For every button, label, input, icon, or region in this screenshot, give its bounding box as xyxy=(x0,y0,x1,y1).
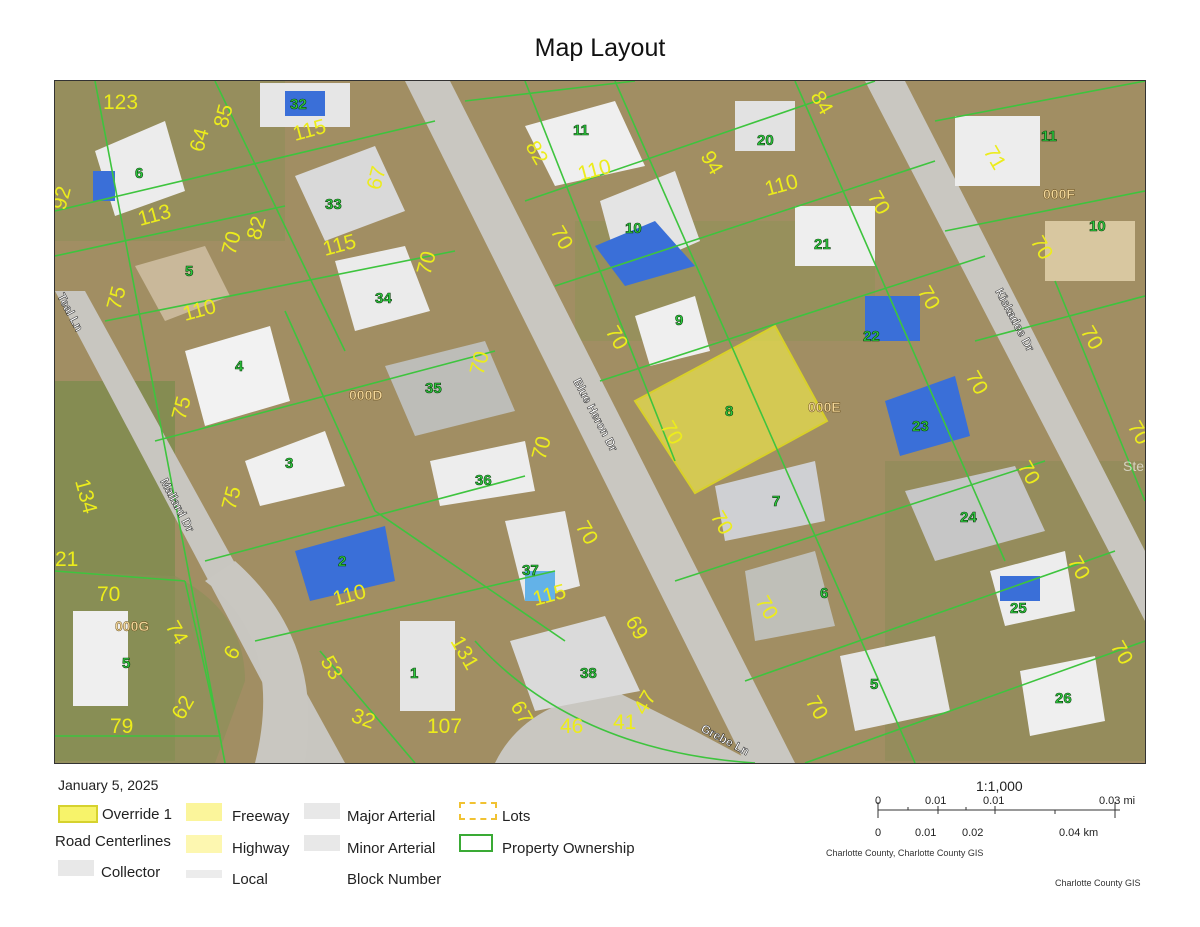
parcel-number: 25 xyxy=(1010,600,1027,617)
parcel-number: 5 xyxy=(185,263,193,280)
parcel-number: 24 xyxy=(960,509,977,526)
legend-road-centerlines: Road Centerlines xyxy=(55,833,171,850)
scale-km-2: 0.02 xyxy=(962,827,984,839)
parcel-number: 20 xyxy=(757,132,774,149)
legend-property-ownership: Property Ownership xyxy=(502,840,635,857)
scale-km-1: 0.01 xyxy=(915,827,937,839)
lots-swatch xyxy=(459,802,497,820)
parcel-numbers: 32 11 20 6 33 10 21 5 34 9 22 4 35 8 23 … xyxy=(122,96,1106,708)
dimension-label: 41 xyxy=(613,711,636,734)
property-ownership-lines xyxy=(55,81,1145,763)
credit-line-2: Charlotte County GIS xyxy=(1055,878,1141,888)
override-swatch xyxy=(58,805,98,823)
parcel-number: 6 xyxy=(135,165,143,182)
parcel-number: 9 xyxy=(675,312,683,329)
scale-km-0: 0 xyxy=(875,827,882,839)
local-swatch xyxy=(186,870,222,878)
parcel-number: 22 xyxy=(863,328,880,345)
legend-highway: Highway xyxy=(232,840,290,857)
scale-bar xyxy=(877,802,1120,818)
block-number: 000F xyxy=(1043,186,1075,202)
parcel-number: 23 xyxy=(912,418,929,435)
legend-local: Local xyxy=(232,871,268,888)
parcel-number: 21 xyxy=(814,236,831,253)
property-ownership-swatch xyxy=(459,834,493,852)
dimension-label: 123 xyxy=(103,91,138,114)
parcel-number: 5 xyxy=(870,676,878,693)
highlighted-parcel[interactable] xyxy=(633,324,829,495)
legend-freeway: Freeway xyxy=(232,808,290,825)
legend-override: Override 1 xyxy=(102,806,173,823)
legend-lots: Lots xyxy=(502,808,531,825)
scale-km-3: 0.04 km xyxy=(1059,827,1099,839)
scale-mi-3: 0.03 mi xyxy=(1099,795,1136,807)
buildings xyxy=(73,83,1135,736)
legend-minor-arterial: Minor Arterial xyxy=(347,840,436,857)
road-blue-heron-dr xyxy=(405,81,795,763)
parcel-number: 11 xyxy=(1041,128,1057,145)
parcel-number: 7 xyxy=(772,493,780,510)
legend-major-arterial: Major Arterial xyxy=(347,808,436,825)
map-title: Map Layout xyxy=(534,34,666,62)
block-number: 000D xyxy=(349,387,382,403)
dimension-label: 21 xyxy=(55,548,78,571)
highway-swatch xyxy=(186,835,222,853)
parcel-number: 37 xyxy=(522,562,539,579)
parcel-number: 1 xyxy=(410,665,418,682)
map-viewport[interactable]: 123 85 64 115 92 113 67 82 70 115 70 110… xyxy=(54,80,1146,764)
legend-collector: Collector xyxy=(101,864,161,881)
scale-ratio: 1:1,000 xyxy=(976,778,1023,794)
map-canvas[interactable]: 123 85 64 115 92 113 67 82 70 115 70 110… xyxy=(55,81,1145,763)
minor-arterial-swatch xyxy=(304,835,340,851)
parcel-number: 34 xyxy=(375,290,392,307)
parcel-number: 3 xyxy=(285,455,293,472)
parcel-number: 6 xyxy=(820,585,828,602)
road-kiskadee-dr xyxy=(865,81,1145,621)
block-number: 000E xyxy=(808,399,841,415)
parcel-number: 33 xyxy=(325,196,342,213)
dimension-label: 79 xyxy=(110,715,133,738)
parcel-number: 2 xyxy=(338,553,346,570)
scale-mi-1: 0.01 xyxy=(925,795,947,807)
parcel-number: 10 xyxy=(625,220,642,237)
dimension-label: 92 xyxy=(55,184,76,213)
legend-block-number: Block Number xyxy=(347,871,442,888)
parcel-number: 36 xyxy=(475,472,492,489)
parcel-number: 11 xyxy=(573,122,589,139)
map-date: January 5, 2025 xyxy=(58,777,159,793)
scale-mi-2: 0.01 xyxy=(983,795,1005,807)
scale-mi-0: 0 xyxy=(875,795,882,807)
parcel-number: 32 xyxy=(290,96,307,113)
freeway-swatch xyxy=(186,803,222,821)
parcel-number: 35 xyxy=(425,380,442,397)
major-arterial-swatch xyxy=(304,803,340,819)
parcel-number: 4 xyxy=(235,358,244,375)
dimension-label: 107 xyxy=(427,715,462,738)
credit-line-1: Charlotte County, Charlotte County GIS xyxy=(826,848,984,858)
block-number: 000G xyxy=(115,618,149,634)
parcel-number: 38 xyxy=(580,665,597,682)
parcel-number: 5 xyxy=(122,655,130,672)
dimension-label: 46 xyxy=(560,715,583,738)
parcel-number: 26 xyxy=(1055,690,1072,707)
collector-swatch xyxy=(58,860,94,876)
watermark: Stellar MLS xyxy=(1123,458,1145,474)
dimension-label: 70 xyxy=(97,583,120,606)
block-numbers: 000D 000E 000F 000G xyxy=(115,186,1076,634)
parcel-number: 10 xyxy=(1089,218,1106,235)
parcel-number: 8 xyxy=(725,403,733,420)
